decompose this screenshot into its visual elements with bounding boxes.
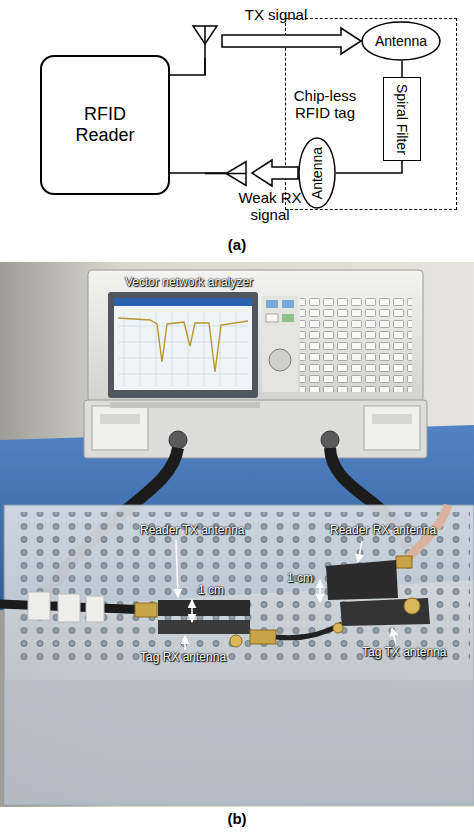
antenna-ellipse: Antenna: [298, 137, 336, 209]
network-analyzer: [92, 406, 148, 450]
antenna-symbol: [204, 26, 206, 75]
network-analyzer: [269, 349, 291, 371]
antenna-label: Reader RX antenna: [330, 524, 440, 538]
instrument-label: Vector network analyzer: [125, 276, 285, 290]
callout-arrow: [176, 540, 396, 650]
tag-setup: [158, 600, 250, 616]
antenna-label: Tag RX antenna: [140, 651, 240, 665]
tag-setup: [230, 635, 242, 647]
wire-line: [170, 58, 205, 75]
signal-arrow: [170, 160, 298, 186]
network-analyzer: [266, 314, 278, 322]
signal-arrow: [170, 28, 361, 75]
acrylic-box: [18, 512, 470, 662]
callout-arrow: [191, 600, 193, 622]
antenna-symbol: [205, 162, 246, 186]
network-analyzer: [118, 312, 248, 386]
tag-setup: [333, 623, 343, 633]
antenna-label: Reader TX antenna: [140, 524, 250, 538]
tag-setup: [86, 596, 104, 622]
tag-setup: [340, 598, 430, 626]
network-analyzer: [169, 431, 187, 449]
network-analyzer: [84, 270, 427, 458]
wire-line: [401, 61, 403, 77]
network-analyzer: [114, 298, 252, 306]
network-analyzer: [364, 406, 420, 450]
callout-arrow: [176, 540, 178, 597]
network-analyzer: [372, 414, 412, 424]
tag-setup: [0, 505, 448, 647]
network-analyzer: [118, 318, 248, 372]
hollow-arrow: [252, 160, 298, 186]
photo-background: [0, 262, 474, 807]
network-analyzer: [300, 298, 412, 392]
callout-arrow: [392, 628, 396, 645]
wire-line: [170, 172, 226, 174]
tag-setup: [276, 624, 342, 638]
network-analyzer: [262, 296, 298, 392]
tag-setup: [135, 603, 157, 617]
network-analyzer: [282, 314, 294, 322]
filter-box: Spiral Filter: [383, 77, 421, 161]
network-analyzer: [100, 414, 140, 424]
antenna-symbol: [226, 162, 246, 186]
connection-line: [336, 161, 402, 173]
network-analyzer: [110, 402, 260, 408]
panel-label: (a): [0, 236, 474, 253]
wire-line: [336, 161, 402, 173]
photo-background: [0, 262, 474, 807]
node-text: Antenna: [375, 33, 427, 49]
network-analyzer: [108, 292, 258, 398]
callout-arrow: [358, 541, 362, 562]
antenna-symbol: [193, 26, 217, 75]
tag-setup: [28, 592, 50, 620]
node-text: Antenna: [309, 147, 325, 199]
tag-setup: [158, 620, 250, 634]
antenna-label: Tag TX antenna: [362, 646, 462, 660]
node-text: Spiral Filter: [394, 84, 410, 155]
tag-setup: [326, 560, 398, 600]
signal-label: Weak RX signal: [230, 189, 310, 224]
antenna-symbol: [193, 26, 217, 44]
dimension-label: 1 cm: [287, 572, 327, 586]
acrylic-box: [4, 505, 474, 805]
tag-setup: [404, 598, 420, 614]
panel-label: (b): [0, 810, 474, 827]
tag-setup: [58, 594, 80, 622]
acrylic-box: [4, 505, 474, 805]
network-analyzer: [282, 300, 294, 308]
network-analyzer: [84, 400, 427, 458]
tag-setup: [250, 630, 276, 644]
dimension-label: 1 cm: [198, 584, 238, 598]
connection-line: [402, 61, 403, 77]
network-analyzer: [114, 298, 252, 390]
hollow-arrow: [222, 28, 361, 54]
antenna-ellipse: Antenna: [361, 21, 441, 61]
network-analyzer: [88, 270, 423, 402]
network-analyzer: [321, 431, 339, 449]
acrylic-box: [4, 680, 474, 805]
ellipse-outline: [362, 22, 440, 60]
network-analyzer: [266, 300, 278, 308]
ellipse-outline: [299, 138, 335, 208]
callout-arrow: [319, 580, 321, 602]
node-text: RFID Reader: [70, 104, 140, 145]
callout-arrow: [184, 636, 186, 650]
reader-box: RFID Reader: [40, 55, 170, 195]
tag-setup: [396, 556, 412, 568]
node-text: Chip-less RFID tag: [288, 87, 362, 122]
tag-boundary: Chip-less RFID tagAntennaSpiral FilterAn…: [285, 18, 457, 210]
signal-label: TX signal: [228, 6, 324, 23]
